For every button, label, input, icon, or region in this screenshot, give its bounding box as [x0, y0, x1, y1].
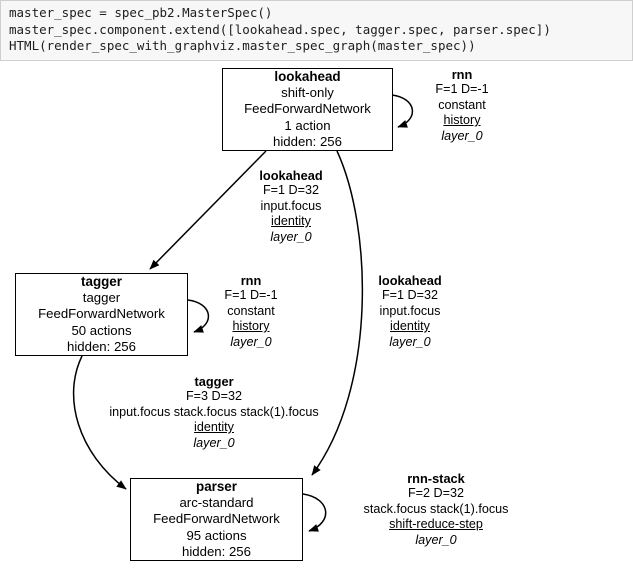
edge-label-lookahead-to-tagger-layer: layer_0: [270, 229, 312, 244]
node-lookahead-title: lookahead: [274, 69, 341, 84]
edge-label-parser-self-translator: shift-reduce-step: [389, 517, 483, 532]
edge-label-lookahead-self-layer: layer_0: [441, 128, 483, 143]
edge-label-lookahead-to-parser-source: input.focus: [379, 303, 441, 318]
edge-label-lookahead-to-parser-layer: layer_0: [389, 334, 431, 349]
edge-label-parser-self-layer: layer_0: [415, 532, 457, 547]
edge-label-lookahead-to-tagger: lookahead F=1 D=32 input.focus identity …: [239, 168, 343, 245]
edge-label-tagger-to-parser-translator: identity: [194, 420, 234, 435]
node-lookahead-hidden: hidden: 256: [273, 133, 342, 149]
code-line-1: master_spec = spec_pb2.MasterSpec(): [9, 5, 273, 20]
edge-label-parser-self-fd: F=2 D=32: [407, 486, 464, 501]
node-lookahead-network: FeedForwardNetwork: [244, 101, 371, 117]
edge-label-tagger-to-parser-title: tagger: [194, 374, 234, 389]
node-parser-actions: 95 actions: [186, 527, 247, 543]
edge-label-tagger-self-fd: F=1 D=-1: [224, 288, 278, 303]
node-tagger-title: tagger: [81, 274, 122, 289]
edge-label-tagger-self: rnn F=1 D=-1 constant history layer_0: [203, 273, 299, 350]
code-line-2: master_spec.component.extend([lookahead.…: [9, 21, 551, 37]
node-tagger-network: FeedForwardNetwork: [38, 306, 165, 322]
edge-label-lookahead-self-source: constant: [438, 97, 486, 112]
edge-lookahead-self: [391, 94, 414, 128]
edge-label-lookahead-to-parser-title: lookahead: [378, 273, 442, 288]
edge-lookahead-to-parser: [311, 150, 364, 476]
edge-label-lookahead-to-tagger-title: lookahead: [259, 168, 323, 183]
edge-label-lookahead-self-fd: F=1 D=-1: [435, 82, 489, 97]
edge-tagger-self: [187, 299, 210, 333]
edge-label-parser-self-title: rnn-stack: [407, 471, 465, 486]
edge-label-lookahead-to-tagger-fd: F=1 D=32: [262, 183, 319, 198]
node-lookahead[interactable]: lookahead shift-only FeedForwardNetwork …: [222, 68, 393, 151]
edge-label-parser-self: rnn-stack F=2 D=32 stack.focus stack(1).…: [322, 471, 550, 548]
edge-label-lookahead-to-parser: lookahead F=1 D=32 input.focus identity …: [358, 273, 462, 350]
edge-label-tagger-self-translator: history: [232, 319, 270, 334]
graph-edges-layer: [72, 94, 414, 532]
node-tagger-actions: 50 actions: [71, 322, 132, 338]
edge-label-lookahead-to-parser-fd: F=1 D=32: [381, 288, 438, 303]
edge-label-tagger-to-parser-layer: layer_0: [193, 435, 235, 450]
edge-label-tagger-self-title: rnn: [240, 273, 262, 288]
edge-label-lookahead-to-tagger-translator: identity: [271, 214, 311, 229]
node-parser-hidden: hidden: 256: [182, 543, 251, 559]
node-parser-transition-system: arc-standard: [179, 495, 254, 511]
edge-lookahead-to-tagger: [149, 150, 267, 270]
edge-label-parser-self-source: stack.focus stack(1).focus: [363, 501, 509, 516]
edge-label-tagger-self-layer: layer_0: [230, 334, 272, 349]
master-spec-graph: lookahead shift-only FeedForwardNetwork …: [0, 57, 633, 578]
edge-label-tagger-to-parser-fd: F=3 D=32: [185, 389, 242, 404]
edge-tagger-to-parser: [72, 355, 127, 490]
node-tagger-transition-system: tagger: [82, 290, 121, 306]
edge-label-lookahead-self-translator: history: [443, 113, 481, 128]
node-parser[interactable]: parser arc-standard FeedForwardNetwork 9…: [130, 478, 303, 561]
edge-label-lookahead-self: rnn F=1 D=-1 constant history layer_0: [412, 67, 512, 144]
node-lookahead-transition-system: shift-only: [281, 85, 334, 101]
edge-label-tagger-self-source: constant: [227, 303, 275, 318]
node-tagger-hidden: hidden: 256: [67, 338, 136, 354]
edge-label-tagger-to-parser-source: input.focus stack.focus stack(1).focus: [109, 404, 319, 419]
edge-label-lookahead-to-parser-translator: identity: [390, 319, 430, 334]
edge-parser-self: [302, 493, 327, 532]
code-cell[interactable]: master_spec = spec_pb2.MasterSpec() mast…: [0, 0, 633, 61]
node-tagger[interactable]: tagger tagger FeedForwardNetwork 50 acti…: [15, 273, 188, 356]
code-line-3: HTML(render_spec_with_graphviz.master_sp…: [9, 38, 476, 53]
edge-label-lookahead-to-tagger-source: input.focus: [260, 198, 322, 213]
edge-label-lookahead-self-title: rnn: [451, 67, 473, 82]
node-parser-network: FeedForwardNetwork: [153, 511, 280, 527]
node-parser-title: parser: [196, 479, 237, 494]
node-lookahead-actions: 1 action: [284, 117, 331, 133]
edge-label-tagger-to-parser: tagger F=3 D=32 input.focus stack.focus …: [77, 374, 351, 451]
